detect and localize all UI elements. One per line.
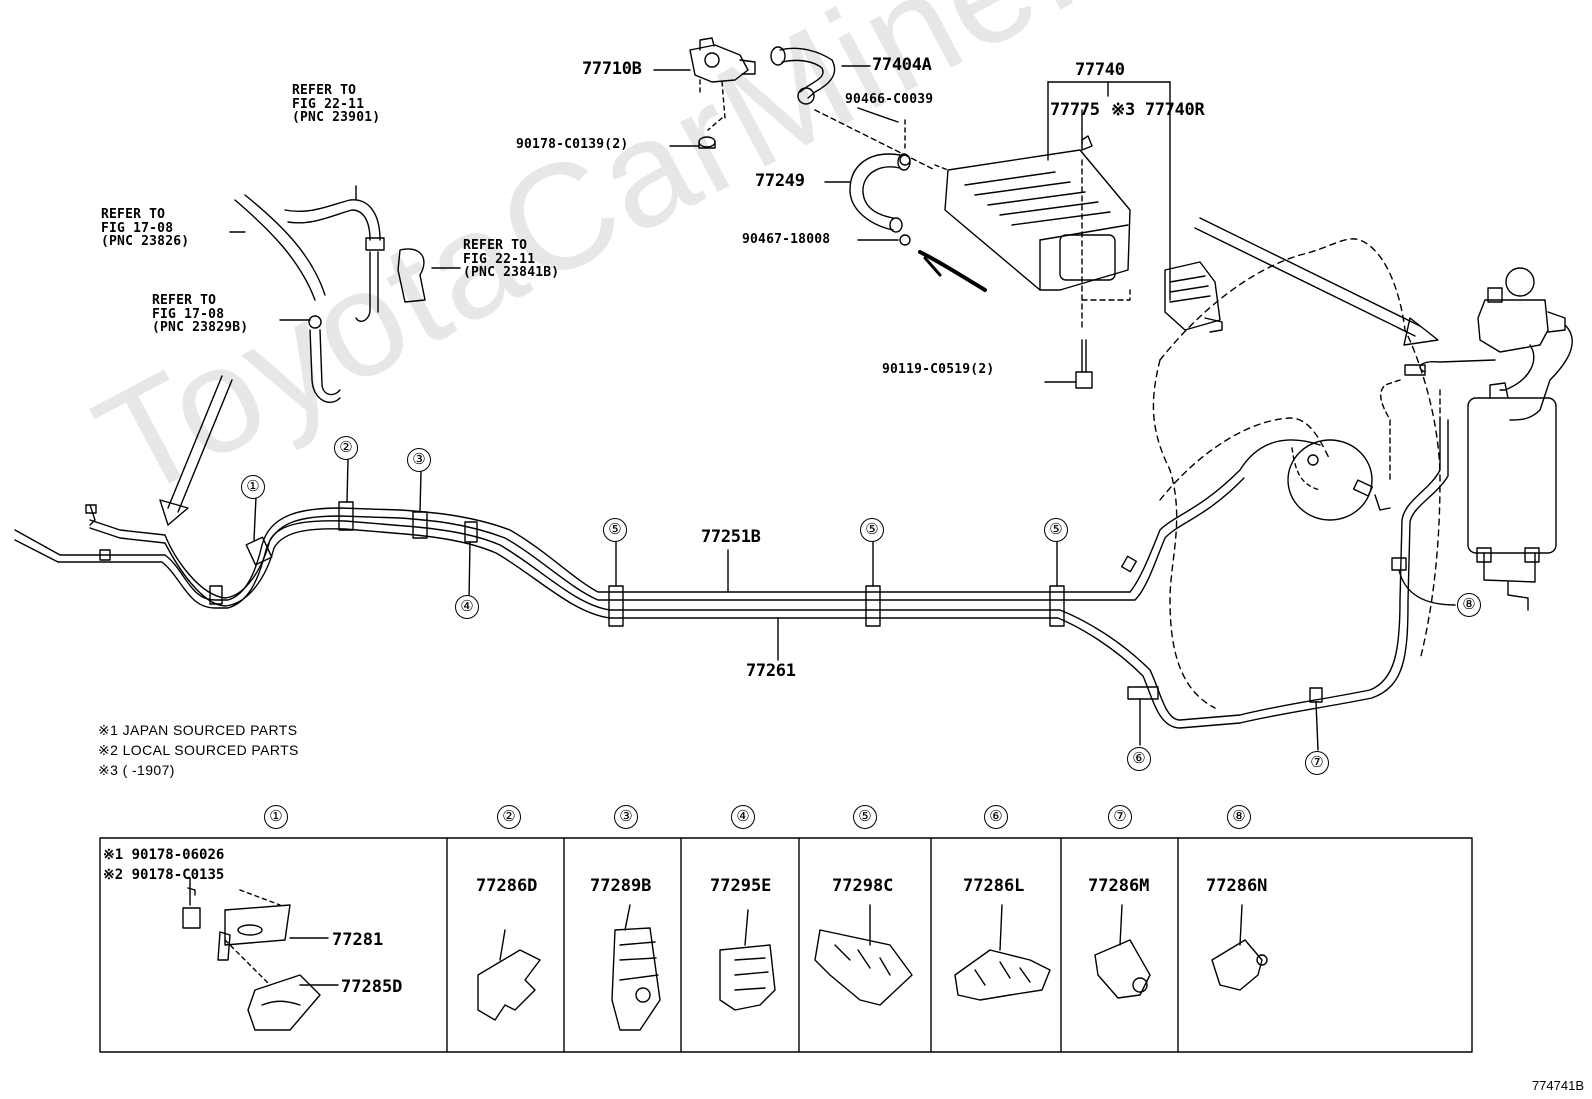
right-canister	[1467, 382, 1557, 611]
part-label-90467: 90467-18008	[742, 232, 831, 247]
callout-2: ②	[334, 436, 358, 460]
refer-block-3: REFER TO FIG 22-11 (PNC 23841B)	[463, 239, 559, 280]
cell5-part: 77298C	[832, 876, 894, 896]
callout-1: ①	[241, 475, 265, 499]
refer-2-line-3: (PNC 23826)	[101, 234, 190, 250]
refer-2-line-2: FIG 17-08	[101, 220, 174, 236]
part-label-77251b: 77251B	[701, 527, 761, 547]
refer-hoses	[234, 194, 426, 403]
vacuum-valve-77710b	[689, 37, 756, 149]
cell8-part: 77286N	[1206, 876, 1268, 896]
refer-3-line-2: FIG 22-11	[463, 251, 536, 267]
cell6-part: 77286L	[963, 876, 1025, 896]
table-header-3: ③	[614, 805, 638, 829]
refer-4-line-1: REFER TO	[152, 293, 217, 308]
callout-5b: ⑤	[860, 518, 884, 542]
part-label-77740r: ※3 77740R	[1111, 100, 1205, 120]
cell7-part: 77286M	[1088, 876, 1150, 896]
note-1: ※1 JAPAN SOURCED PARTS	[98, 722, 298, 738]
cell4-part: 77295E	[710, 876, 772, 896]
part-label-90466: 90466-C0039	[845, 92, 934, 107]
refer-3-line-3: (PNC 23841B)	[463, 265, 560, 281]
bolt-90119	[1075, 339, 1093, 389]
part-label-90119: 90119-C0519(2)	[882, 362, 995, 377]
diagram-code: 774741B	[1531, 1078, 1584, 1093]
arrow-right	[1194, 217, 1439, 346]
fuel-line-77251b	[14, 439, 1321, 609]
refer-4-line-2: FIG 17-08	[152, 306, 225, 322]
refer-1-line-2: FIG 22-11	[292, 96, 365, 112]
parts-table	[99, 837, 1473, 1053]
note-2: ※2 LOCAL SOURCED PARTS	[98, 742, 299, 758]
hose-77249	[849, 119, 987, 292]
cell1-line2: ※2 90178-C0135	[103, 867, 225, 883]
part-label-77249: 77249	[755, 171, 805, 191]
cell3-part: 77289B	[590, 876, 652, 896]
refer-2-line-1: REFER TO	[101, 207, 166, 222]
part-label-77775: 77775	[1050, 100, 1100, 120]
table-header-1: ①	[264, 805, 288, 829]
cell1-part-77285d: 77285D	[341, 977, 403, 997]
callout-5c: ⑤	[1044, 518, 1068, 542]
fuel-sender	[1287, 439, 1391, 521]
refer-block-1: REFER TO FIG 22-11 (PNC 23901)	[292, 84, 380, 125]
callout-4: ④	[455, 595, 479, 619]
line-clamps	[245, 501, 1407, 703]
callout-6: ⑥	[1127, 747, 1151, 771]
refer-3-line-1: REFER TO	[463, 238, 528, 253]
refer-1-line-1: REFER TO	[292, 83, 357, 98]
part-label-90178-c0139: 90178-C0139(2)	[516, 137, 629, 152]
table-header-2: ②	[497, 805, 521, 829]
callout-8: ⑧	[1457, 593, 1481, 617]
note-3: ※3 ( -1907)	[98, 762, 175, 778]
refer-block-4: REFER TO FIG 17-08 (PNC 23829B)	[152, 294, 248, 335]
table-header-8: ⑧	[1227, 805, 1251, 829]
refer-4-line-3: (PNC 23829B)	[152, 320, 249, 336]
table-header-7: ⑦	[1108, 805, 1132, 829]
clamp-sketches	[182, 877, 1268, 1031]
cell1-line1: ※1 90178-06026	[103, 847, 225, 863]
table-header-4: ④	[731, 805, 755, 829]
refer-1-line-3: (PNC 23901)	[292, 110, 381, 126]
part-label-77740: 77740	[1075, 60, 1125, 80]
hose-77404a	[770, 46, 936, 171]
fuel-tank-outline	[1152, 238, 1441, 709]
callout-5a: ⑤	[603, 518, 627, 542]
refer-block-2: REFER TO FIG 17-08 (PNC 23826)	[101, 208, 189, 249]
part-label-77710b: 77710B	[582, 59, 642, 79]
callout-7: ⑦	[1305, 751, 1329, 775]
arrow-left	[159, 375, 233, 526]
table-header-5: ⑤	[853, 805, 877, 829]
callout-leaders	[253, 458, 1456, 751]
charcoal-canister-77740	[934, 149, 1131, 291]
cell1-part-77281: 77281	[332, 930, 384, 950]
filter-77740r	[1164, 261, 1223, 333]
part-label-77261: 77261	[746, 661, 796, 681]
callout-3: ③	[407, 448, 431, 472]
fuel-line-77261	[89, 419, 1449, 729]
right-valve-assembly	[1380, 267, 1573, 481]
cell2-part: 77286D	[476, 876, 538, 896]
table-header-6: ⑥	[984, 805, 1008, 829]
part-label-77404a: 77404A	[872, 55, 932, 75]
